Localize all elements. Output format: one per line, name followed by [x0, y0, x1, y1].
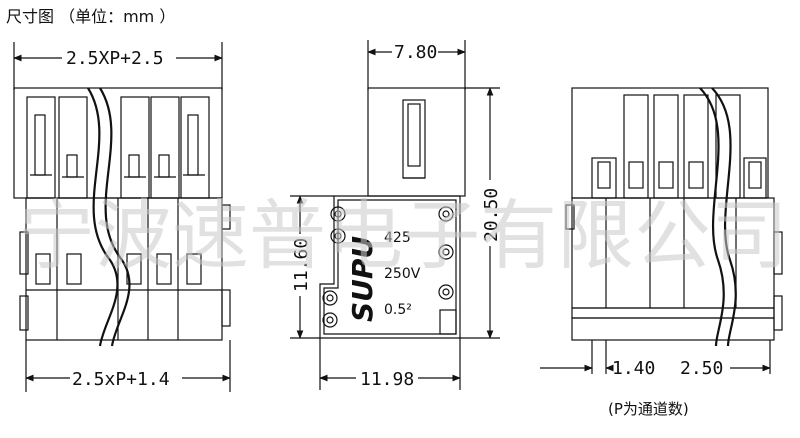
spec-current: 425	[384, 230, 411, 246]
footnote: (P为通道数)	[608, 400, 689, 418]
front-view	[13, 42, 231, 392]
company-watermark: 宁波速普电子有限公司	[18, 191, 788, 280]
spec-voltage: 250V	[384, 266, 421, 282]
dimension-right-height: 20.50	[481, 188, 502, 242]
page-title: 尺寸图 （单位：mm ）	[6, 7, 175, 26]
dimension-bottom-left: 2.5xP+1.4	[72, 369, 170, 390]
dimension-bottom-middle: 11.98	[360, 369, 414, 390]
dimension-top-left: 2.5XP+2.5	[66, 48, 164, 69]
brand-logo: SUPU	[346, 236, 379, 322]
dimension-pitch-b: 2.50	[680, 358, 723, 379]
dimension-left-height: 11.60	[291, 238, 312, 292]
dimension-pitch-a: 1.40	[612, 358, 655, 379]
spec-wire: 0.5²	[384, 302, 412, 318]
side-view	[290, 40, 500, 390]
dimension-top-middle: 7.80	[394, 42, 437, 63]
rear-view	[540, 87, 783, 374]
